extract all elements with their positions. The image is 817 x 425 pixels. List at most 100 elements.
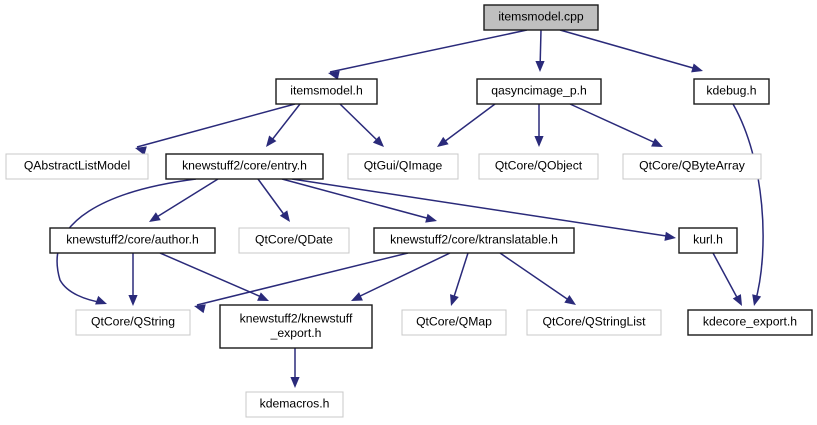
graph-edge	[281, 178, 437, 223]
node-box[interactable]	[49, 227, 216, 254]
graph-node-entry-h[interactable]: knewstuff2/core/entry.h	[165, 153, 324, 180]
graph-edge	[159, 252, 269, 301]
arrowhead-icon	[95, 295, 107, 305]
node-label: _export.h	[270, 326, 322, 340]
node-box[interactable]	[75, 309, 191, 336]
node-label: QtGui/QImage	[364, 159, 443, 173]
arrowhead-icon	[290, 377, 300, 388]
node-label: QAbstractListModel	[24, 159, 130, 173]
node-box[interactable]	[622, 153, 762, 180]
arrowhead-icon	[535, 61, 545, 72]
arrowhead-icon	[328, 70, 340, 80]
node-box[interactable]	[347, 153, 459, 180]
graph-node-itemsmodel-cpp[interactable]: itemsmodel.cpp	[483, 4, 599, 31]
arrowhead-icon	[534, 136, 544, 147]
graph-node-qasyncimage-p-h[interactable]: qasyncimage_p.h	[476, 78, 602, 105]
graph-node-kdebug-h[interactable]: kdebug.h	[693, 78, 770, 105]
node-label: QtCore/QDate	[255, 233, 333, 247]
arrowhead-icon	[450, 294, 459, 306]
graph-edge	[437, 103, 496, 147]
node-label: itemsmodel.cpp	[498, 10, 584, 24]
node-label: QtCore/QMap	[416, 315, 492, 329]
graph-edge	[499, 252, 576, 305]
node-label: knewstuff2/core/entry.h	[182, 159, 307, 173]
graph-edge	[732, 103, 764, 306]
graph-edge	[712, 252, 742, 306]
graph-edge	[339, 103, 384, 147]
graph-edge	[534, 104, 544, 147]
node-label: QtCore/QByteArray	[639, 159, 746, 173]
node-label: knewstuff2/core/ktranslatable.h	[390, 233, 558, 247]
node-label: knewstuff2/core/author.h	[66, 233, 199, 247]
graph-node-qtcore-qmap[interactable]: QtCore/QMap	[401, 309, 507, 336]
node-label: kdebug.h	[706, 84, 756, 98]
graph-node-qabstractlistmodel[interactable]: QAbstractListModel	[5, 153, 149, 180]
node-label: QtCore/QObject	[495, 159, 583, 173]
node-box[interactable]	[678, 227, 738, 254]
node-box[interactable]	[693, 78, 770, 105]
arrowhead-icon	[128, 295, 138, 306]
graph-edge	[351, 252, 451, 301]
graph-node-kdecore-export[interactable]: kdecore_export.h	[687, 309, 813, 336]
arrowhead-icon	[351, 292, 363, 301]
node-box[interactable]	[5, 153, 149, 180]
graph-node-kurl-h[interactable]: kurl.h	[678, 227, 738, 254]
node-box[interactable]	[483, 4, 599, 31]
node-label: QtCore/QString	[91, 315, 175, 329]
node-box[interactable]	[165, 153, 324, 180]
node-box[interactable]	[275, 78, 378, 105]
arrowhead-icon	[425, 213, 437, 223]
graph-edge	[149, 178, 219, 222]
node-box[interactable]	[219, 304, 373, 349]
graph-edge	[450, 252, 469, 306]
graph-node-qtgui-qimage[interactable]: QtGui/QImage	[347, 153, 459, 180]
arrowhead-icon	[564, 295, 576, 305]
graph-node-qtcore-qstringlist[interactable]: QtCore/QStringList	[526, 309, 662, 336]
node-label: knewstuff2/knewstuff	[240, 311, 353, 325]
arrowhead-icon	[651, 138, 663, 147]
arrowhead-icon	[752, 294, 762, 306]
node-box[interactable]	[687, 309, 813, 336]
graph-node-ktranslatable-h[interactable]: knewstuff2/core/ktranslatable.h	[373, 227, 575, 254]
arrowhead-icon	[372, 136, 384, 147]
graph-node-author-h[interactable]: knewstuff2/core/author.h	[49, 227, 216, 254]
node-box[interactable]	[476, 78, 602, 105]
graph-node-itemsmodel-h[interactable]: itemsmodel.h	[275, 78, 378, 105]
graph-node-knewstuff-export[interactable]: knewstuff2/knewstuff_export.h	[219, 304, 373, 349]
graph-node-qtcore-qdate[interactable]: QtCore/QDate	[238, 227, 350, 254]
node-label: kdemacros.h	[260, 397, 330, 411]
node-box[interactable]	[401, 309, 507, 336]
arrowhead-icon	[194, 304, 206, 314]
graph-edge	[559, 29, 703, 73]
arrowhead-icon	[149, 212, 161, 222]
arrowhead-icon	[691, 63, 703, 73]
graph-edge	[257, 178, 290, 222]
node-label: kurl.h	[693, 233, 723, 247]
arrowhead-icon	[664, 231, 676, 241]
graph-edge	[128, 253, 138, 306]
graph-edge	[569, 103, 663, 147]
graph-edge	[535, 29, 545, 72]
arrowhead-icon	[135, 146, 147, 156]
arrowhead-icon	[266, 135, 277, 147]
node-box[interactable]	[238, 227, 350, 254]
node-box[interactable]	[526, 309, 662, 336]
graph-edge	[135, 103, 296, 156]
node-box[interactable]	[478, 153, 599, 180]
node-box[interactable]	[245, 391, 344, 418]
graph-edge	[266, 103, 301, 147]
graph-node-qtcore-qstring[interactable]: QtCore/QString	[75, 309, 191, 336]
graph-node-qtcore-qbytearray[interactable]: QtCore/QByteArray	[622, 153, 762, 180]
graph-edge	[290, 348, 300, 388]
graph-nodes: itemsmodel.cpp itemsmodel.h qasyncimage_p.…	[5, 4, 813, 418]
graph-edge	[194, 252, 409, 314]
arrowhead-icon	[732, 294, 742, 306]
graph-edge	[328, 29, 528, 80]
node-box[interactable]	[373, 227, 575, 254]
graph-node-qtcore-qobject[interactable]: QtCore/QObject	[478, 153, 599, 180]
arrowhead-icon	[257, 292, 269, 301]
graph-node-kdemacros-h[interactable]: kdemacros.h	[245, 391, 344, 418]
node-label: qasyncimage_p.h	[491, 84, 587, 98]
